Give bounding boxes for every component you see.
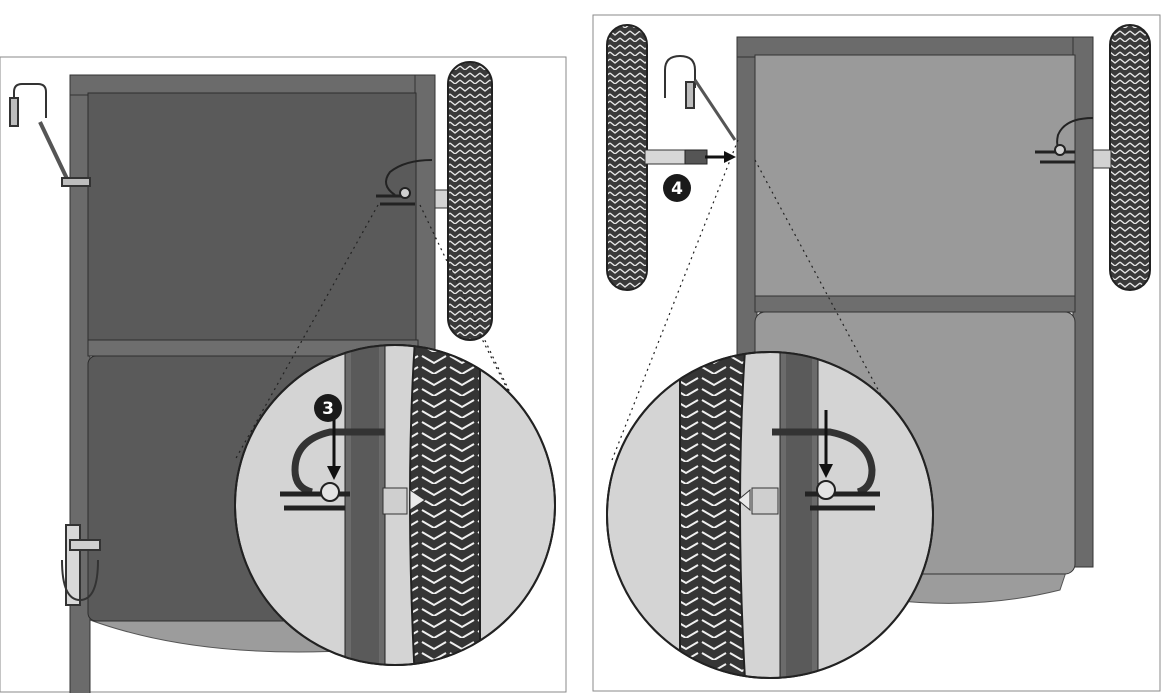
hitch-pin-icon [664, 54, 737, 141]
left-illustration: 3 [9, 61, 556, 693]
cargo-panel-upper [87, 92, 417, 344]
magnifier-circle-icon [234, 344, 556, 666]
frame-cross-bar [754, 295, 1076, 313]
right-illustration: 4 [606, 24, 1151, 679]
frame-right-bar [1072, 36, 1094, 568]
hitch-coupler-icon [61, 524, 101, 606]
step-4-label: 4 [671, 179, 683, 199]
axle-icon-right [1092, 149, 1112, 169]
zoom-leader-right [754, 159, 906, 441]
wheel-icon [447, 61, 493, 341]
wheel-pin-icon [1035, 117, 1094, 164]
wheel-pin-icon [376, 159, 433, 206]
magnifier-circle-icon [606, 351, 934, 679]
step-3-label: 3 [322, 399, 334, 419]
cargo-panel-upper [754, 54, 1076, 299]
frame-top-bar [69, 74, 421, 96]
step-3-badge: 3 [314, 394, 342, 422]
zoom-leader-left [234, 204, 379, 461]
frame-top-bar [736, 36, 1093, 58]
zoom-leader-right [419, 204, 541, 456]
step-4-badge: 4 [663, 174, 691, 202]
wheel-icon-right [1109, 24, 1151, 291]
wheel-icon [606, 24, 648, 291]
hitch-pin-icon [9, 83, 91, 187]
